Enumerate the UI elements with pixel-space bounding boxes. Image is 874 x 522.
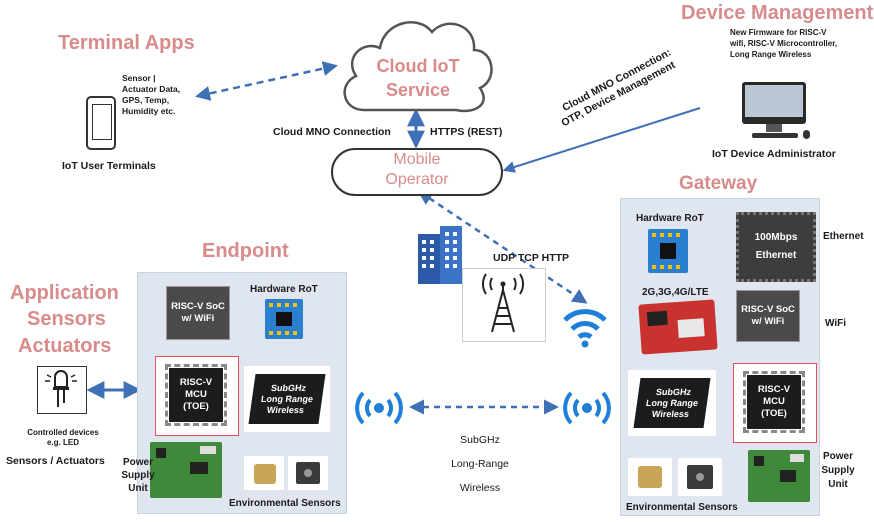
terminal-apps-heading: Terminal Apps xyxy=(58,32,195,54)
wifi-icon xyxy=(563,309,607,348)
monitor-stand xyxy=(766,124,782,132)
gateway-rot-board xyxy=(648,229,688,273)
endpoint-hardware-rot-label: Hardware RoT xyxy=(250,284,318,295)
cloud-shape xyxy=(343,21,493,113)
gateway-subghz-chip: SubGHz Long Range Wireless xyxy=(633,378,711,428)
endpoint-rot-board xyxy=(265,299,303,339)
sensors-actuators-label: Sensors / Actuators xyxy=(6,455,105,467)
udp-tcp-http-label: UDP TCP HTTP xyxy=(493,252,570,264)
gateway-ethernet-label: Ethernet xyxy=(823,231,864,242)
cloud-title: Cloud IoT Service xyxy=(376,56,460,100)
signal-icon-gateway xyxy=(563,391,611,425)
gateway-environmental-label: Environmental Sensors xyxy=(626,502,738,513)
gateway-ethernet-chip: 100Mbps Ethernet xyxy=(736,212,816,282)
cell-tower-box xyxy=(462,268,546,342)
gateway-power-label: Power Supply Unit xyxy=(821,451,855,490)
mouse-icon xyxy=(803,130,810,139)
gateway-power-board xyxy=(748,450,810,502)
mobile-operator-label: Mobile Operator xyxy=(385,151,449,188)
firmware-text: New Firmware for RISC-V wifi, RISC-V Mic… xyxy=(730,28,838,59)
cloud-mno-connection-label: Cloud MNO Connection xyxy=(273,126,391,138)
https-rest-label: HTTPS (REST) xyxy=(430,126,503,138)
admin-operator-link xyxy=(502,107,701,173)
iot-user-terminals-label: IoT User Terminals xyxy=(62,160,156,172)
monitor-icon xyxy=(742,82,806,124)
endpoint-humidity-sensor xyxy=(288,456,328,490)
subghz-link-text: SubGHz Long-Range Wireless xyxy=(451,434,509,494)
endpoint-power-label: Power Supply Unit xyxy=(121,457,155,494)
led-icon xyxy=(45,369,77,407)
keyboard-icon xyxy=(752,133,798,138)
gateway-heading: Gateway xyxy=(679,173,758,194)
sensor-data-text: Sensor | Actuator Data, GPS, Temp, Humid… xyxy=(122,73,181,116)
endpoint-subghz-chip: SubGHz Long Range Wireless xyxy=(248,374,326,424)
operator-gateway-link xyxy=(417,190,588,304)
iot-device-admin-label: IoT Device Administrator xyxy=(712,148,836,160)
endpoint-riscv-mcu-chip: RISC-V MCU (TOE) xyxy=(165,364,227,426)
phone-icon xyxy=(86,96,116,150)
device-management-heading: Device Management xyxy=(681,2,874,24)
mobile-operator xyxy=(331,148,503,196)
endpoint-power-board xyxy=(150,442,222,498)
signal-icon-endpoint xyxy=(355,391,403,425)
actuators-heading: Actuators xyxy=(18,335,112,357)
terminal-cloud-link xyxy=(195,61,338,101)
endpoint-environmental-label: Environmental Sensors xyxy=(229,498,341,509)
gateway-wifi-label: WiFi xyxy=(825,318,847,329)
endpoint-riscv-soc-chip: RISC-V SoC w/ WiFi xyxy=(166,286,230,340)
endpoint-gps-sensor xyxy=(244,456,284,490)
building-icon xyxy=(418,226,462,284)
gateway-gps-sensor xyxy=(628,458,672,496)
gateway-riscv-mcu-chip: RISC-V MCU (TOE) xyxy=(743,371,805,433)
gateway-hardware-rot-label: Hardware RoT xyxy=(636,213,704,224)
sensors-heading: Sensors xyxy=(27,308,106,330)
cell-tower-icon xyxy=(481,273,525,333)
controlled-devices-text: Controlled devices e.g. LED xyxy=(27,428,99,447)
gateway-cellular-label: 2G,3G,4G/LTE xyxy=(642,287,709,298)
gateway-humidity-sensor xyxy=(678,458,722,496)
gateway-riscv-soc-chip: RISC-V SoC w/ WiFi xyxy=(736,290,800,342)
gateway-cellular-board xyxy=(638,299,718,355)
endpoint-heading: Endpoint xyxy=(202,240,289,262)
application-heading: Application xyxy=(10,282,119,304)
